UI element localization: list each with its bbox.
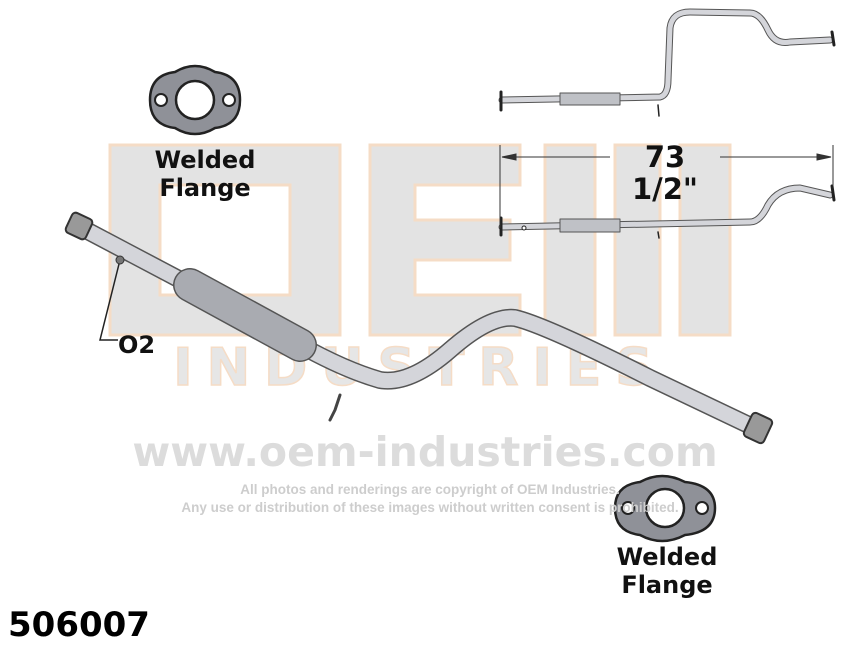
watermark-copyright-2: Any use or distribution of these images … bbox=[181, 500, 679, 515]
o2-sensor-port-icon bbox=[115, 255, 125, 265]
inlet-flange-icon bbox=[64, 211, 94, 241]
o2-leader-line bbox=[99, 263, 120, 341]
watermark-copyright-1: All photos and renderings are copyright … bbox=[240, 482, 620, 497]
o2-sensor-label: O2 bbox=[118, 331, 156, 359]
top-flange-label: Welded Flange bbox=[154, 146, 256, 202]
top-gasket-icon bbox=[148, 64, 242, 136]
top-view-pipe bbox=[498, 8, 836, 117]
side-view-pipe bbox=[498, 184, 836, 239]
length-dimension-line bbox=[499, 145, 834, 228]
outlet-flange-icon bbox=[742, 411, 774, 445]
bottom-flange-label: Welded Flange bbox=[616, 543, 718, 599]
length-label: 73 1/2" bbox=[631, 140, 699, 206]
main-pipe bbox=[73, 219, 764, 437]
bottom-gasket-icon bbox=[613, 474, 717, 543]
watermark-url: www.oem-industries.com bbox=[132, 428, 718, 476]
part-number: 506007 bbox=[8, 605, 150, 645]
